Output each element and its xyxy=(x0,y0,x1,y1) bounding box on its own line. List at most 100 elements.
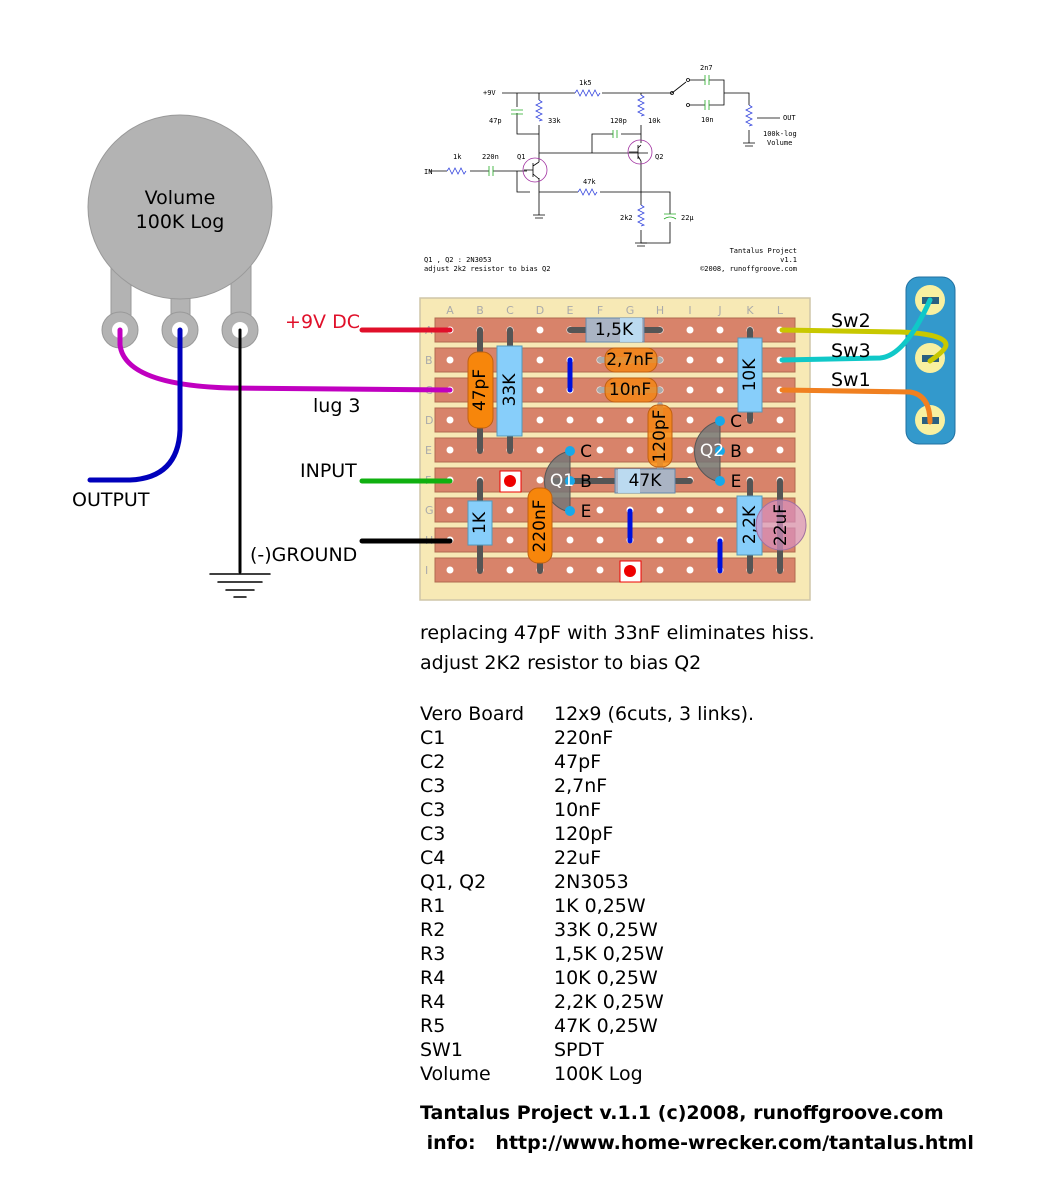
part-ref: Vero Board xyxy=(420,703,524,725)
capacitor-220n: 220nF xyxy=(527,487,553,564)
part-ref: Volume xyxy=(420,1063,491,1085)
note-hiss: replacing 47pF with 33nF eliminates hiss… xyxy=(420,622,815,644)
hole xyxy=(536,386,544,394)
hole xyxy=(656,506,664,514)
part-value: 47pF xyxy=(554,751,601,773)
copper-strip xyxy=(434,527,796,553)
capacitor-120p: 120pF xyxy=(647,404,673,468)
hole xyxy=(686,566,694,574)
hole xyxy=(506,536,514,544)
svg-text:10nF: 10nF xyxy=(609,380,651,400)
resistor-33k: 33K xyxy=(496,345,523,437)
hole xyxy=(686,386,694,394)
sch-2k2-label: 2k2 xyxy=(620,214,633,222)
hole xyxy=(536,446,544,454)
svg-text:2,2K: 2,2K xyxy=(740,505,760,544)
sch-33k-label: 33k xyxy=(548,117,561,125)
hole xyxy=(566,566,574,574)
svg-text:120pF: 120pF xyxy=(650,409,670,462)
capacitor-10n: 10nF xyxy=(604,377,658,403)
volume-pot: Volume 100K Log xyxy=(87,114,273,349)
row-label: I xyxy=(425,564,428,577)
hole xyxy=(626,416,634,424)
hole xyxy=(626,446,634,454)
label-ground: (-)GROUND xyxy=(250,544,357,566)
svg-text:Q2: Q2 xyxy=(700,441,724,461)
sch-22u-label: 22μ xyxy=(681,214,694,222)
sch-q2-label: Q2 xyxy=(655,153,663,161)
sch-120p-label: 120p xyxy=(610,117,627,125)
svg-text:1,5K: 1,5K xyxy=(595,320,634,340)
svg-text:C: C xyxy=(730,412,742,432)
column-label: F xyxy=(597,304,603,317)
resistor-1k: 1K xyxy=(467,500,493,546)
hole xyxy=(656,566,664,574)
row-label: B xyxy=(425,354,433,367)
hole xyxy=(596,446,604,454)
part-value: 10K 0,25W xyxy=(554,967,658,989)
wire-output xyxy=(87,327,183,483)
part-value: 10nF xyxy=(554,799,601,821)
hole xyxy=(686,416,694,424)
hole xyxy=(716,506,724,514)
sch-10k-label: 10k xyxy=(648,117,661,125)
capacitor-47p: 47pF xyxy=(467,351,494,429)
part-ref: R3 xyxy=(420,943,445,965)
part-ref: C2 xyxy=(420,751,445,773)
hole xyxy=(446,356,454,364)
svg-text:E: E xyxy=(731,472,742,492)
column-label: H xyxy=(656,304,664,317)
svg-text:47K: 47K xyxy=(629,471,663,491)
svg-text:C: C xyxy=(580,442,592,462)
part-ref: R4 xyxy=(420,967,445,989)
part-ref: C1 xyxy=(420,727,445,749)
note-bias: adjust 2K2 resistor to bias Q2 xyxy=(420,652,701,674)
label-sw2: Sw2 xyxy=(831,310,871,332)
ground-symbol-icon xyxy=(209,573,271,598)
board-components: 1,5K 2,7nF 10nF 47pF 33K 10K 120pF Q1 CB… xyxy=(467,317,807,583)
sch-credit-copyright: ©2008, runoffgroove.com xyxy=(700,265,797,273)
label-supply: +9V DC xyxy=(285,311,360,333)
svg-text:Q1: Q1 xyxy=(550,471,574,491)
resistor-10k: 10K xyxy=(737,337,763,413)
row-label: E xyxy=(425,444,432,457)
label-sw1: Sw1 xyxy=(831,369,871,391)
part-value: 1K 0,25W xyxy=(554,895,646,917)
sch-47k-label: 47k xyxy=(583,178,596,186)
column-label: B xyxy=(476,304,484,317)
part-value: 100K Log xyxy=(554,1063,643,1085)
hole xyxy=(776,446,784,454)
sch-in-label: IN xyxy=(424,168,432,176)
schematic: +9V 1k5 47p 33k 120p 10k IN 1k 220n Q1 Q… xyxy=(424,64,797,273)
svg-text:47pF: 47pF xyxy=(470,369,490,411)
part-value: 120pF xyxy=(554,823,613,845)
label-input: INPUT xyxy=(300,460,357,482)
sch-q1-label: Q1 xyxy=(517,153,525,161)
hole xyxy=(536,356,544,364)
part-value: 2,7nF xyxy=(554,775,607,797)
column-label: I xyxy=(688,304,691,317)
svg-text:10K: 10K xyxy=(740,358,760,392)
svg-text:E: E xyxy=(581,502,592,522)
sch-credit-title: Tantalus Project xyxy=(730,247,797,255)
sch-note-bias: adjust 2k2 resistor to bias Q2 xyxy=(424,265,550,273)
row-label: D xyxy=(425,414,433,427)
part-value: 22uF xyxy=(554,847,601,869)
sch-pot-label: 100k-log xyxy=(763,130,797,138)
column-label: E xyxy=(567,304,574,317)
copper-strip xyxy=(434,407,796,433)
resistor-1k5: 1,5K xyxy=(585,317,645,343)
hole xyxy=(596,416,604,424)
sch-supply-label: +9V xyxy=(483,89,496,97)
part-value: 2N3053 xyxy=(554,871,629,893)
footer-info-link[interactable]: info: http://www.home-wrecker.com/tantal… xyxy=(420,1132,974,1154)
part-ref: C3 xyxy=(420,823,445,845)
column-label: A xyxy=(446,304,454,317)
hole xyxy=(446,566,454,574)
copper-strip xyxy=(434,557,796,583)
footer-credit: Tantalus Project v.1.1 (c)2008, runoffgr… xyxy=(420,1102,944,1124)
wire-links xyxy=(567,357,723,574)
hole xyxy=(716,326,724,334)
